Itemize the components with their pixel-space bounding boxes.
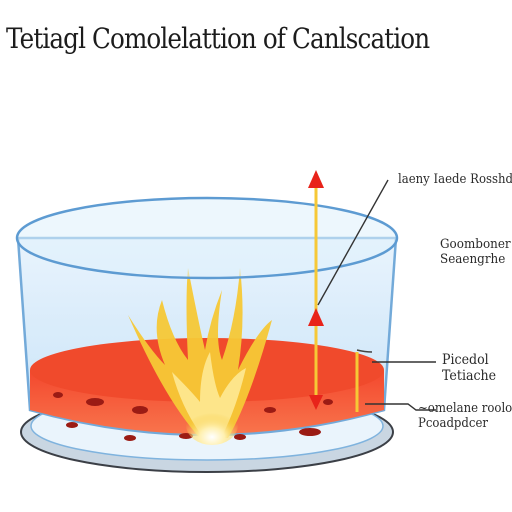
particles [53, 392, 333, 441]
label-top-right: laeny Iaede Rosshd [398, 172, 512, 187]
label-right-middle-line2: Seaengrhe [440, 251, 506, 267]
label-right-middle: Goomboner Seaengrhe [440, 237, 511, 268]
beaker-rim [15, 196, 399, 280]
label-right-middle-line1: Goomboner [440, 237, 511, 252]
flame [128, 268, 272, 445]
label-bottom-right-line2: Pcoadpdcer [418, 415, 488, 431]
leader-lines [317, 179, 436, 411]
heat-arrow [308, 170, 324, 410]
label-bottom-right: ~omelane rooloc Pcoadpdcer [418, 401, 512, 432]
level-marker [355, 349, 373, 412]
label-right-lower: Picedol Tetiache [442, 352, 496, 384]
label-bottom-right-line1: ~omelane rooloc [418, 401, 512, 416]
label-right-lower-line1: Picedol [442, 352, 489, 368]
label-right-lower-line2: Tetiache [442, 368, 497, 385]
diagram-title: Tetiagl Comolelattion of Canlscation [6, 22, 430, 55]
